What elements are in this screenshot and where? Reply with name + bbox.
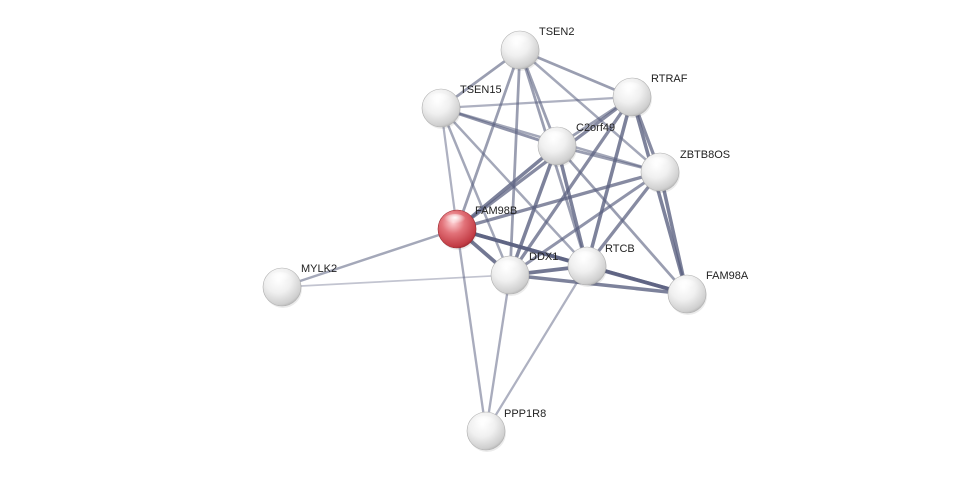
node-label-mylk2: MYLK2 [301,263,337,275]
node-highlight [544,131,566,143]
node-label-fam98b: FAM98B [475,205,517,217]
node-highlight [619,82,641,94]
node-label-rtcb: RTCB [605,243,635,255]
edge-rtraf-ddx1[interactable] [508,95,634,277]
edge-tsen2-zbtb8os[interactable] [518,48,662,174]
node-ppp1r8[interactable]: PPP1R8 [466,408,546,452]
edge-tsen2-fam98b[interactable] [455,48,522,231]
node-label-zbtb8os: ZBTB8OS [680,149,730,161]
edge-c2orf49-fam98b[interactable] [455,144,559,231]
node-rtcb[interactable]: RTCB [567,243,635,287]
edge-rtraf-rtcb[interactable] [585,95,634,268]
edge-tsen2-ddx1[interactable] [508,48,522,277]
node-label-tsen2: TSEN2 [539,26,574,38]
node-highlight [269,272,291,284]
node-highlight [507,35,529,47]
edge-tsen2-rtraf[interactable] [518,48,634,99]
node-highlight [428,93,450,105]
node-tsen15[interactable]: TSEN15 [421,84,502,129]
edge-zbtb8os-rtcb[interactable] [585,170,662,268]
edge-tsen15-ddx1[interactable] [439,106,512,277]
edge-rtraf-fam98a[interactable] [630,95,689,296]
edge-tsen15-rtraf[interactable] [439,95,634,110]
node-label-ppp1r8: PPP1R8 [504,408,546,420]
node-highlight [574,251,596,263]
edge-ddx1-ppp1r8[interactable] [484,273,512,433]
node-label-c2orf49: C2orf49 [576,122,615,134]
node-label-rtraf: RTRAF [651,73,688,85]
node-tsen2[interactable]: TSEN2 [500,26,574,71]
node-fam98b[interactable]: FAM98B [437,205,517,250]
edge-rtcb-ppp1r8[interactable] [484,264,589,433]
edge-c2orf49-ddx1[interactable] [508,144,559,277]
edge-ddx1-fam98a[interactable] [508,273,689,296]
edge-zbtb8os-fam98a[interactable] [658,170,689,296]
node-highlight [473,416,495,428]
edge-fam98b-mylk2[interactable] [280,227,459,289]
edge-c2orf49-rtcb[interactable] [555,144,589,268]
edge-zbtb8os-ddx1[interactable] [508,170,662,277]
node-label-ddx1: DDX1 [529,251,558,263]
edge-tsen15-fam98b[interactable] [439,106,459,231]
node-highlight [647,157,669,169]
node-highlight [444,214,466,226]
node-rtraf[interactable]: RTRAF [612,73,688,118]
node-c2orf49[interactable]: C2orf49 [537,122,615,167]
node-fam98a[interactable]: FAM98A [667,270,749,315]
node-zbtb8os[interactable]: ZBTB8OS [640,149,730,193]
edge-zbtb8os-fam98b[interactable] [455,170,662,231]
node-highlight [497,260,519,272]
node-mylk2[interactable]: MYLK2 [262,263,337,308]
edge-fam98b-ppp1r8[interactable] [455,227,488,433]
edge-mylk2-ddx1[interactable] [281,274,511,288]
node-label-fam98a: FAM98A [706,270,749,282]
node-label-tsen15: TSEN15 [460,84,502,96]
node-highlight [674,279,696,291]
node-ddx1[interactable]: DDX1 [490,251,558,296]
